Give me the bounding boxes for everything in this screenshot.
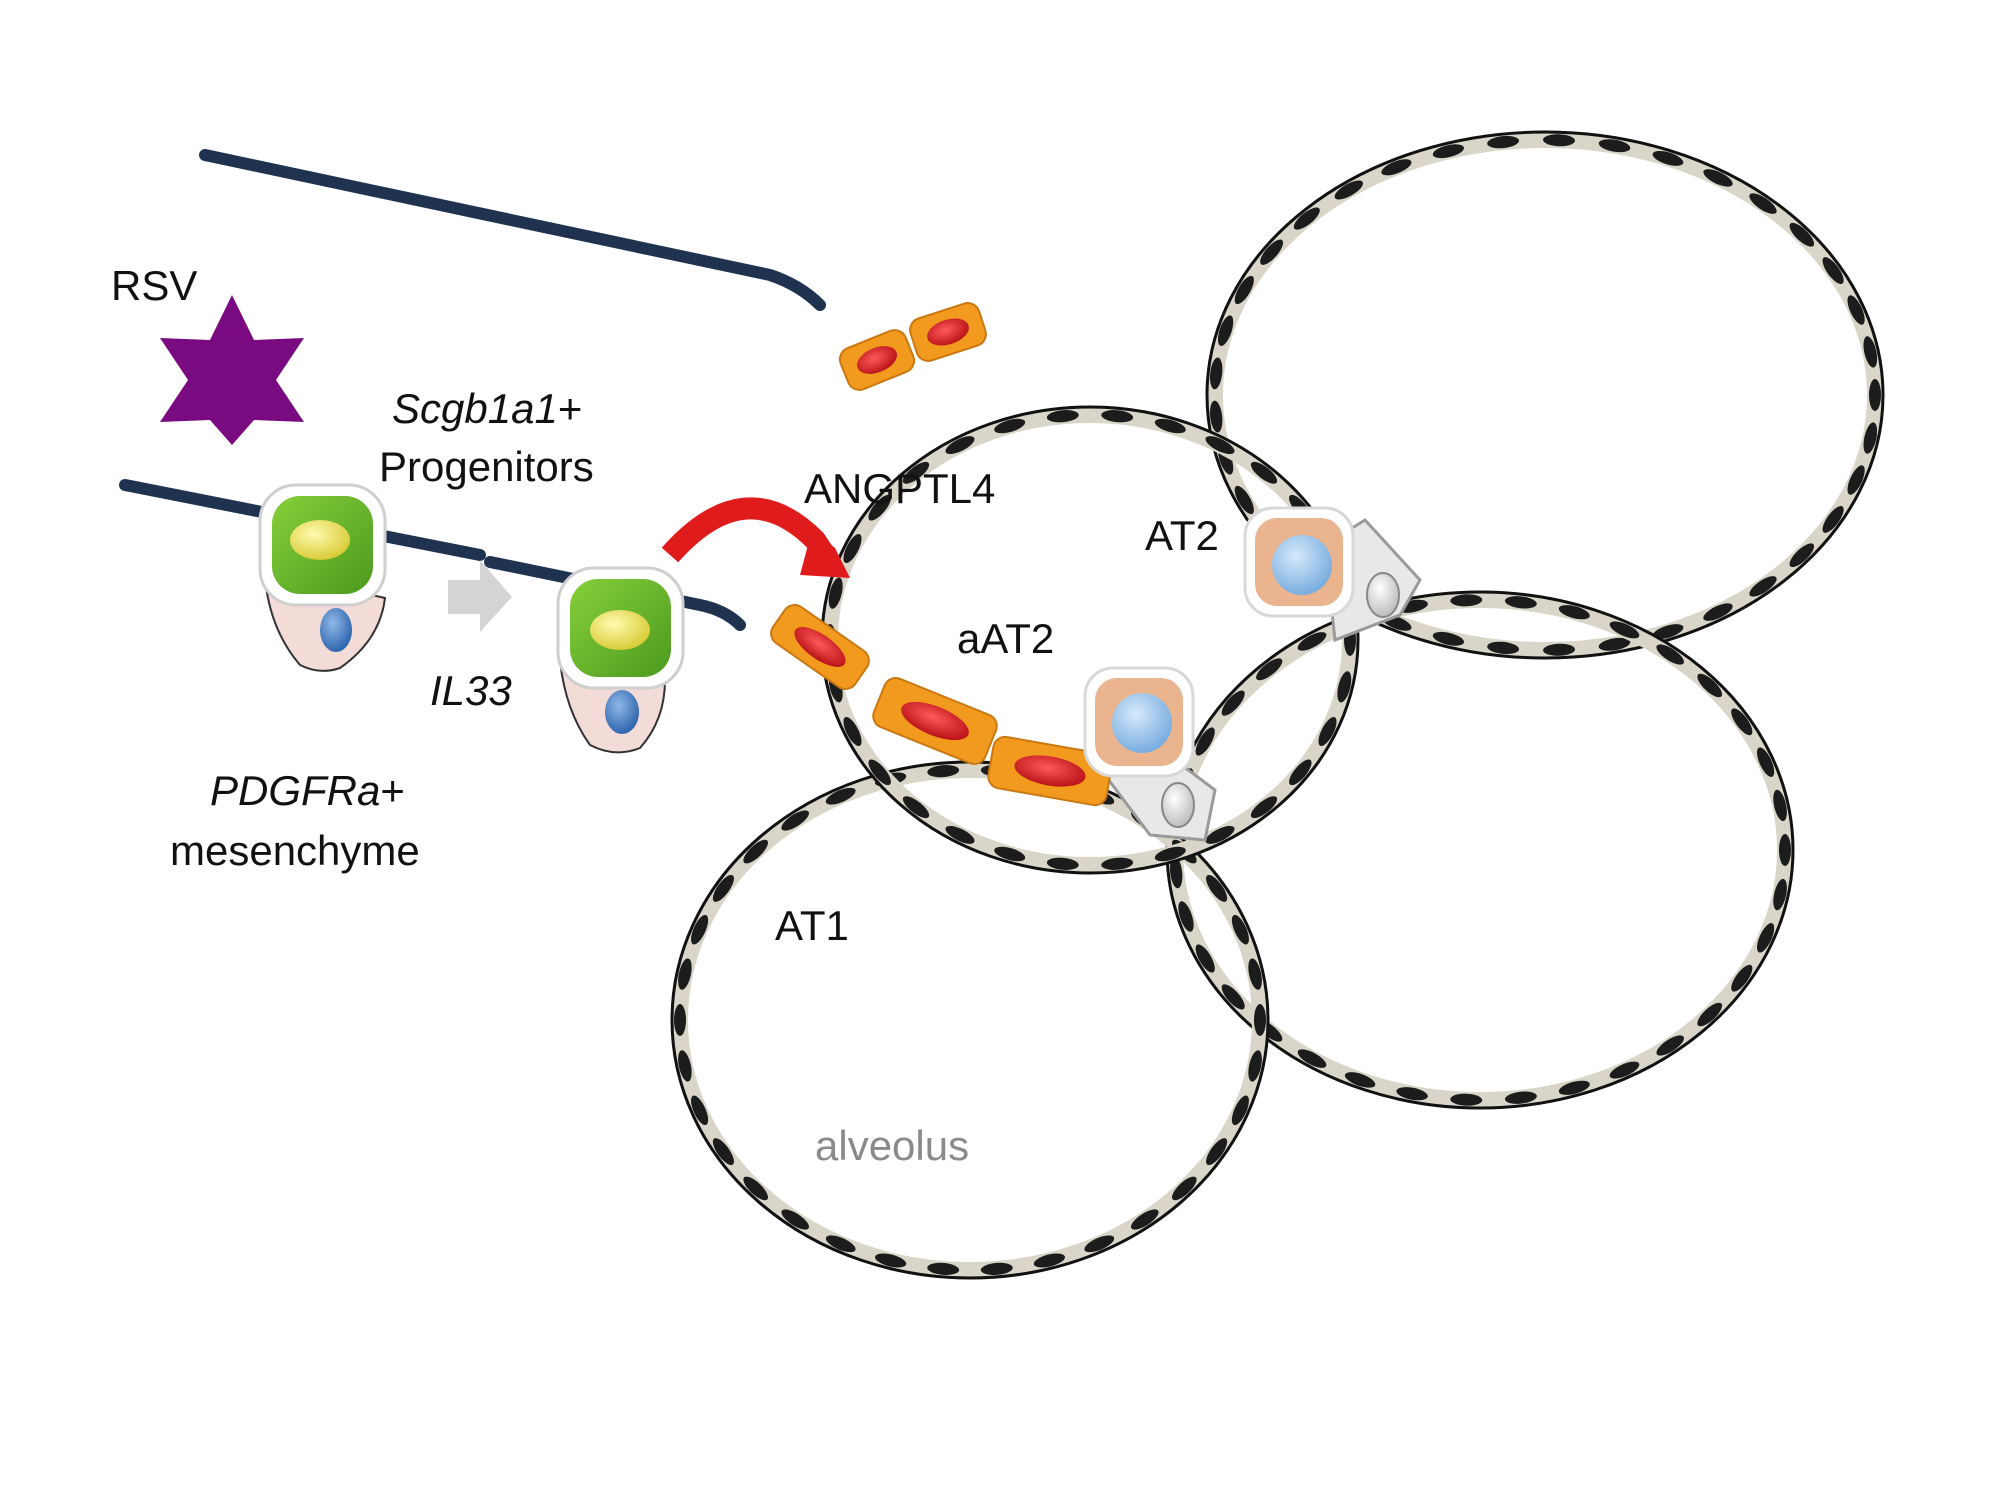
rsv-label: RSV: [111, 265, 197, 307]
block-arrow-icon: [448, 560, 512, 632]
at1-nucleus: [1779, 834, 1791, 866]
progenitors-label: Progenitors: [379, 446, 594, 488]
at2-cell-lower: [1085, 668, 1193, 776]
progenitor-cell-right: [558, 568, 683, 688]
scgb1a1-label: Scgb1a1+: [392, 388, 582, 430]
pdgfra-plus-label: +: [380, 767, 405, 814]
at1-nucleus: [1869, 379, 1881, 411]
aat2-label: aAT2: [957, 618, 1054, 660]
scgb1a1-plus-label: +: [558, 385, 583, 432]
aat2-cell: [766, 600, 873, 693]
scgb1a1-gene-label: Scgb1a1: [392, 385, 558, 432]
at1-label: AT1: [775, 905, 849, 947]
at2-cell-upper: [1245, 508, 1353, 616]
at1-nucleus: [674, 1004, 686, 1036]
at1-nucleus: [1254, 1004, 1266, 1036]
aat2-cell: [870, 674, 1001, 767]
airway-upper-wall: [205, 155, 820, 305]
alveolus-label: alveolus: [815, 1125, 969, 1167]
aat2-cell: [907, 300, 989, 364]
alveoli-group: [672, 132, 1883, 1278]
angptl4-label: ANGPTL4: [804, 468, 995, 510]
pdgfra-gene-label: PDGFRa: [210, 767, 380, 814]
pdgfra-label: PDGFRa+: [210, 770, 405, 812]
il33-label: IL33: [430, 670, 512, 712]
aat2-cell: [836, 326, 917, 393]
mesenchyme-label: mesenchyme: [170, 830, 420, 872]
curved-arrow-icon: [670, 508, 850, 578]
progenitor-cell-left: [260, 485, 385, 605]
virus-star-icon: [160, 295, 304, 445]
at2-label: AT2: [1145, 515, 1219, 557]
